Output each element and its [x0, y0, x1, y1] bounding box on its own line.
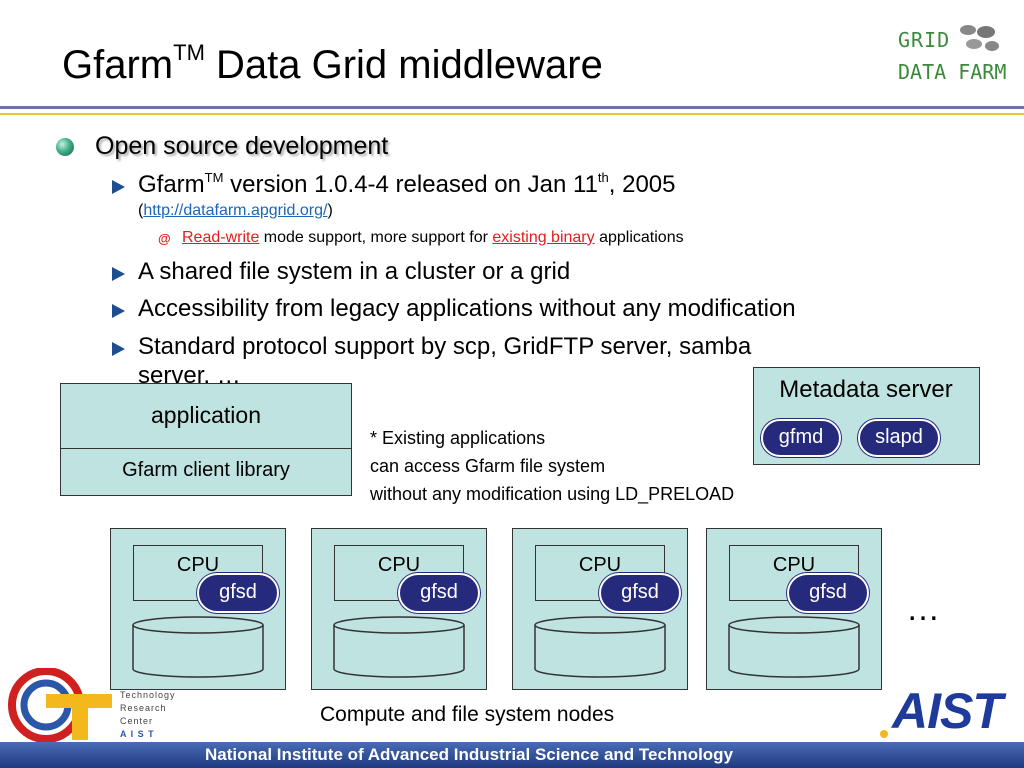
bullet-version: GfarmTM version 1.0.4-4 released on Jan …: [138, 170, 676, 198]
title-rule-blue: [0, 106, 1024, 109]
gfsd-daemon: gfsd: [787, 573, 869, 613]
logo-datafarm-text: DATA FARM: [898, 60, 1007, 84]
note-line: without any modification using LD_PRELOA…: [370, 484, 735, 504]
arrow-bullet-icon: [112, 304, 125, 318]
footer-institute: National Institute of Advanced Industria…: [205, 745, 734, 764]
bullet-shared-fs: A shared file system in a cluster or a g…: [138, 258, 571, 285]
compute-node: CPU gfsd: [512, 528, 688, 690]
metadata-server-title: Metadata server: [779, 376, 953, 403]
slapd-daemon: slapd: [858, 419, 940, 457]
note-line: * Existing applications: [370, 428, 546, 448]
footer-bar: [0, 742, 1024, 768]
gfsd-daemon: gfsd: [599, 573, 681, 613]
more-nodes-ellipsis: …: [906, 590, 940, 628]
aist-logo: AIST: [892, 683, 1003, 739]
at-bullet-icon: @: [158, 231, 171, 246]
bullet-readwrite: Read-write mode support, more support fo…: [182, 229, 684, 246]
disk-icon: [534, 616, 666, 678]
arrow-bullet-icon: [112, 180, 125, 194]
nodes-caption: Compute and file system nodes: [320, 703, 615, 726]
title-rest: Data Grid middleware: [204, 43, 603, 87]
bullet-dot-icon: [56, 138, 74, 156]
bullet-legacy: Accessibility from legacy applications w…: [138, 295, 796, 322]
bullet-protocol: Standard protocol support by scp, GridFT…: [138, 333, 752, 360]
compute-node: CPU gfsd: [110, 528, 286, 690]
datafarm-link-line: (http://datafarm.apgrid.org/): [138, 202, 333, 219]
title-main: Gfarm: [62, 43, 174, 87]
arrow-bullet-icon: [112, 342, 125, 356]
title-tm: TM: [173, 40, 205, 65]
note-line: can access Gfarm file system: [370, 456, 606, 476]
logo-grid-text: GRID: [898, 28, 951, 52]
application-box: application: [60, 383, 352, 449]
disk-icon: [132, 616, 264, 678]
client-library-box: Gfarm client library: [60, 448, 352, 496]
datafarm-link[interactable]: http://datafarm.apgrid.org/: [143, 202, 328, 219]
compute-node: CPU gfsd: [706, 528, 882, 690]
disk-icon: [728, 616, 860, 678]
title-rule-yellow: [0, 113, 1024, 115]
grid-datafarm-logo: GRID DATA FARM: [898, 25, 1008, 88]
cloud-icon: [960, 25, 999, 51]
compute-node: CPU gfsd: [311, 528, 487, 690]
gfsd-daemon: gfsd: [197, 573, 279, 613]
trc-text: Technology Research Center A I S T: [120, 690, 176, 739]
gfmd-daemon: gfmd: [761, 419, 841, 457]
arrow-bullet-icon: [112, 267, 125, 281]
aist-logo-dot: [880, 730, 888, 738]
slide-title: GfarmTM Data Grid middleware: [62, 40, 603, 88]
gfsd-daemon: gfsd: [398, 573, 480, 613]
trc-logo-icon: [8, 668, 112, 742]
disk-icon: [333, 616, 465, 678]
bullet-open-source: Open source development: [95, 132, 389, 160]
metadata-server-box: Metadata server gfmd slapd: [753, 367, 980, 465]
